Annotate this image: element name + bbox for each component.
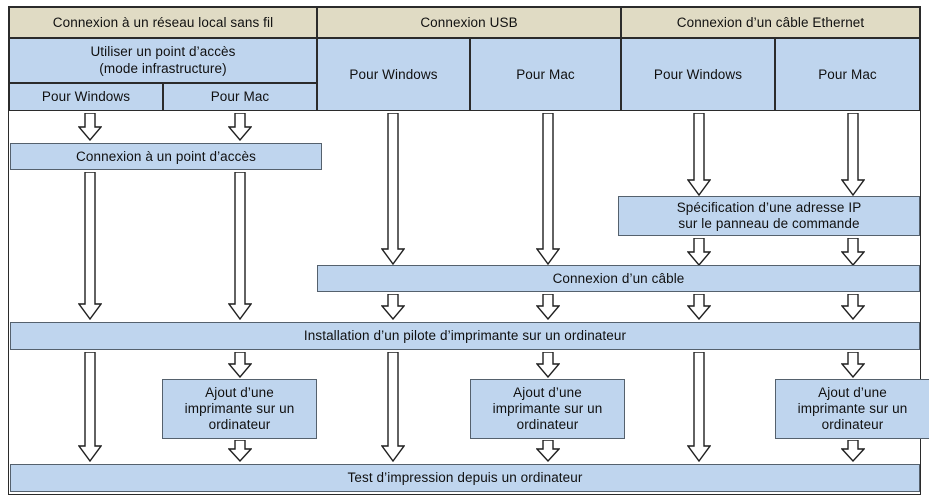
header-group-usb-label: Connexion USB [420,14,518,30]
step-add-printer-usb-mac-line3: ordinateur [516,417,579,433]
arrow-eth-mac-to-ip-setup [841,113,865,196]
header-os-usb-windows: Pour Windows [317,38,470,111]
arrow-ip-setup-mac-to-cable [841,238,865,266]
header-os-usb-windows-label: Pour Windows [349,66,438,82]
step-driver-installation: Installation d’un pilote d’imprimante su… [10,322,920,350]
arrow-cable-usb-mac-to-driver-install [536,294,560,320]
arrow-add-printer-usb-mac-to-print-test [536,440,560,462]
header-group-ethernet-label: Connexion d’un câble Ethernet [676,14,865,30]
arrow-usb-mac-to-cable [536,113,560,265]
header-os-usb-mac-label: Pour Mac [516,66,575,82]
arrow-driver-install-eth-mac-to-add-printer [841,352,865,378]
step-add-printer-wlan-mac-line1: Ajout d’une [205,384,274,400]
arrow-cable-eth-windows-to-driver-install [687,294,711,320]
arrow-access-point-mac-to-driver-install [228,172,252,320]
step-access-point-connection-label: Connexion à un point d’accès [76,148,256,164]
step-print-test-label: Test d’impression depuis un ordinateur [347,470,583,486]
arrow-add-printer-wlan-mac-to-print-test [228,440,252,462]
header-os-eth-windows: Pour Windows [621,38,775,111]
header-os-wlan-windows-label: Pour Windows [41,89,131,105]
arrow-wlan-windows-to-access-point [78,113,102,141]
header-subtitle-infrastructure: Utiliser un point d’accès (mode infrastr… [9,38,317,83]
arrow-add-printer-eth-mac-to-print-test [841,440,865,462]
header-os-eth-mac: Pour Mac [775,38,920,111]
header-os-usb-mac: Pour Mac [470,38,621,111]
step-add-printer-wlan-mac-line3: ordinateur [208,417,271,433]
arrow-driver-install-wlan-windows-to-print-test [78,352,102,462]
step-add-printer-eth-mac-line2: imprimante sur un [797,400,908,416]
arrow-access-point-windows-to-driver-install [78,172,102,320]
header-group-wlan-label: Connexion à un réseau local sans fil [52,14,274,30]
step-add-printer-eth-mac-line1: Ajout d’une [818,384,887,400]
step-add-printer-usb-mac-line2: imprimante sur un [492,400,603,416]
arrow-driver-install-usb-mac-to-add-printer [536,352,560,378]
header-os-eth-windows-label: Pour Windows [653,66,743,82]
arrow-cable-eth-mac-to-driver-install [841,294,865,320]
step-ip-address-setup: Spécification d’une adresse IP sur le pa… [618,196,920,236]
header-group-ethernet: Connexion d’un câble Ethernet [621,7,920,38]
header-group-wlan: Connexion à un réseau local sans fil [9,7,317,38]
arrow-driver-install-wlan-mac-to-add-printer [228,352,252,378]
step-driver-installation-label: Installation d’un pilote d’imprimante su… [303,328,627,344]
step-add-printer-usb-mac: Ajout d’une imprimante sur un ordinateur [470,379,625,439]
arrow-cable-usb-windows-to-driver-install [381,294,405,320]
step-add-printer-wlan-mac: Ajout d’une imprimante sur un ordinateur [162,379,317,439]
arrow-wlan-mac-to-access-point [228,113,252,141]
header-subtitle-line1: Utiliser un point d’accès [90,44,236,60]
step-access-point-connection: Connexion à un point d’accès [10,143,322,170]
arrow-eth-windows-to-ip-setup [687,113,711,196]
step-cable-connection-label: Connexion d’un câble [552,270,685,286]
step-ip-address-setup-line2: sur le panneau de commande [678,216,860,231]
step-cable-connection: Connexion d’un câble [317,265,920,292]
arrow-driver-install-eth-windows-to-print-test [687,352,711,462]
arrow-ip-setup-windows-to-cable [687,238,711,266]
header-os-wlan-windows: Pour Windows [9,83,163,111]
step-print-test: Test d’impression depuis un ordinateur [10,464,920,492]
header-os-eth-mac-label: Pour Mac [818,66,877,82]
step-ip-address-setup-line1: Spécification d’une adresse IP [676,200,862,216]
step-add-printer-eth-mac: Ajout d’une imprimante sur un ordinateur [775,379,929,439]
step-add-printer-eth-mac-line3: ordinateur [821,417,884,433]
arrow-driver-install-usb-windows-to-print-test [381,352,405,462]
header-subtitle-line2: (mode infrastructure) [99,60,227,76]
step-add-printer-usb-mac-line1: Ajout d’une [513,384,582,400]
step-add-printer-wlan-mac-line2: imprimante sur un [184,400,295,416]
header-os-wlan-mac-label: Pour Mac [210,89,270,105]
header-group-usb: Connexion USB [317,7,621,38]
header-os-wlan-mac: Pour Mac [163,83,317,111]
arrow-usb-windows-to-cable [381,113,405,265]
